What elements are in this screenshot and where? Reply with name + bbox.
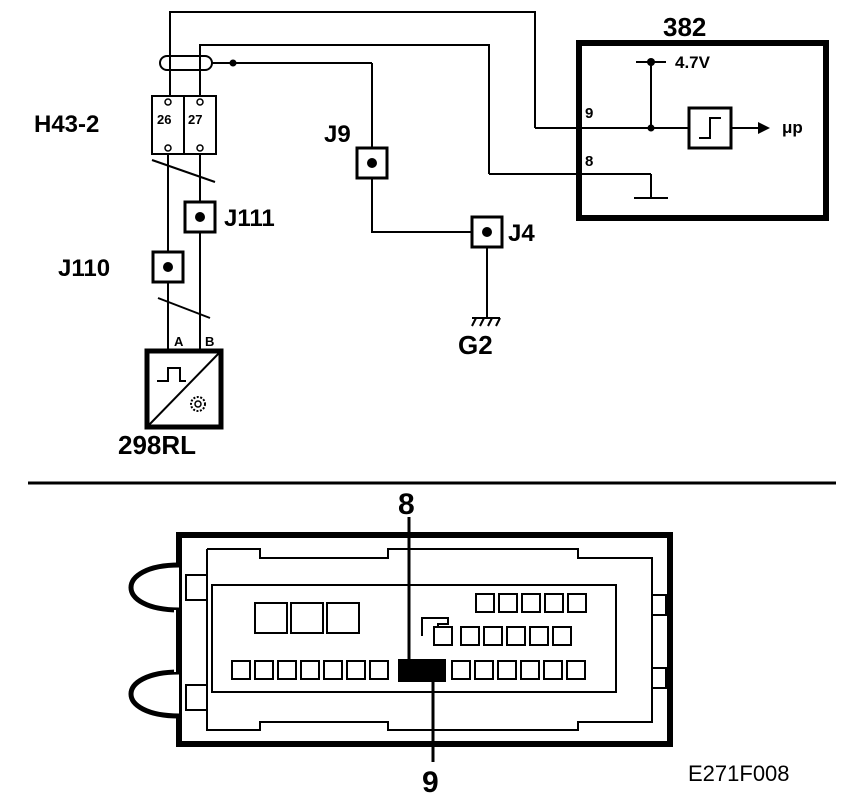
sensor-298rl-label: 298RL (118, 430, 196, 460)
microprocessor-label: μp (782, 118, 803, 137)
voltage-label: 4.7V (675, 53, 711, 72)
figure-code: E271F008 (688, 761, 790, 786)
junction-j111-label: J111 (224, 205, 275, 232)
sensor-pin-b: B (205, 334, 214, 349)
callout-9-label: 9 (422, 766, 439, 799)
connector-h43-2-label: H43-2 (34, 111, 99, 138)
connector-pin-27: 27 (188, 112, 202, 127)
callout-8-label: 8 (398, 488, 415, 521)
ecu-pin-9-label: 9 (585, 105, 593, 122)
sensor-pin-a: A (174, 334, 184, 349)
ecu-pin-8-label: 8 (585, 153, 593, 170)
gear-icon (190, 396, 206, 412)
ecu-connector-face (128, 532, 673, 747)
ground-g2-label: G2 (458, 330, 493, 360)
ecu-382-label: 382 (663, 12, 706, 42)
ground-symbol-g2 (471, 317, 501, 327)
junction-j110-label: J110 (58, 255, 110, 282)
ecu-382-box (576, 40, 829, 221)
sensor-298rl-box (144, 348, 224, 430)
junction-j9-label: J9 (324, 121, 351, 148)
junction-j4-label: J4 (508, 220, 535, 247)
shield-loop (159, 55, 213, 71)
connector-pin-26: 26 (157, 112, 171, 127)
schmitt-trigger (687, 106, 733, 150)
